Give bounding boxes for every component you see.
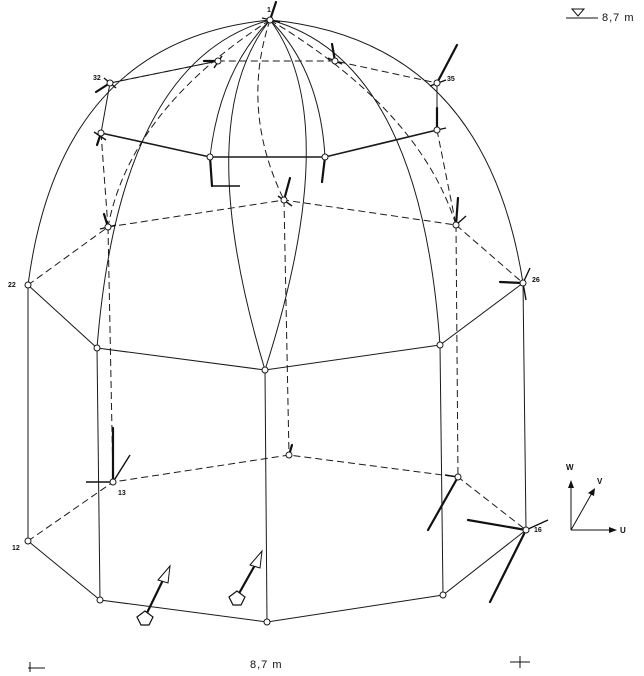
meridian-arc xyxy=(228,19,271,371)
meridian-arc-hidden xyxy=(257,19,285,201)
middle-ring xyxy=(27,129,524,286)
dome-meridians xyxy=(27,19,524,371)
top-dimension-label: 8,7 m xyxy=(602,12,635,24)
top-ring xyxy=(109,60,438,84)
node-labels: 1 32 35 22 26 12 13 16 xyxy=(8,7,542,552)
node-label-26: 26 xyxy=(532,277,540,284)
meridian-arc xyxy=(209,19,271,158)
meridian-arc-hidden xyxy=(269,19,457,226)
bottom-dimension: 8,7 m xyxy=(28,656,530,672)
meridian-arc xyxy=(269,19,524,284)
node-label-16: 16 xyxy=(534,527,542,534)
meridian-arc xyxy=(27,19,271,286)
cylinder-columns xyxy=(27,199,527,623)
hexagon-icon xyxy=(136,610,154,626)
meridian-arc xyxy=(269,19,326,158)
meridian-arc xyxy=(96,19,271,349)
nodes xyxy=(24,16,530,626)
node-label-35: 35 xyxy=(447,76,455,83)
meridian-arc-hidden xyxy=(107,19,271,228)
load-vectors xyxy=(86,0,549,604)
water-level-marker: 8,7 m xyxy=(566,8,635,24)
axis-label-w: W xyxy=(566,463,574,472)
meridian-arc xyxy=(269,19,441,346)
node-label-13: 13 xyxy=(118,490,126,497)
node-label-1: 1 xyxy=(267,7,271,14)
axis-label-v: V xyxy=(597,477,603,486)
node-label-32: 32 xyxy=(93,75,101,82)
bottom-ring xyxy=(27,454,527,623)
bottom-dimension-label: 8,7 m xyxy=(250,659,283,671)
support-arrows xyxy=(136,549,263,626)
node-label-12: 12 xyxy=(12,545,20,552)
coordinate-axes: W V U xyxy=(566,463,626,535)
axis-label-u: U xyxy=(620,526,626,535)
node-label-22: 22 xyxy=(8,282,16,289)
hexagon-icon xyxy=(228,590,246,606)
